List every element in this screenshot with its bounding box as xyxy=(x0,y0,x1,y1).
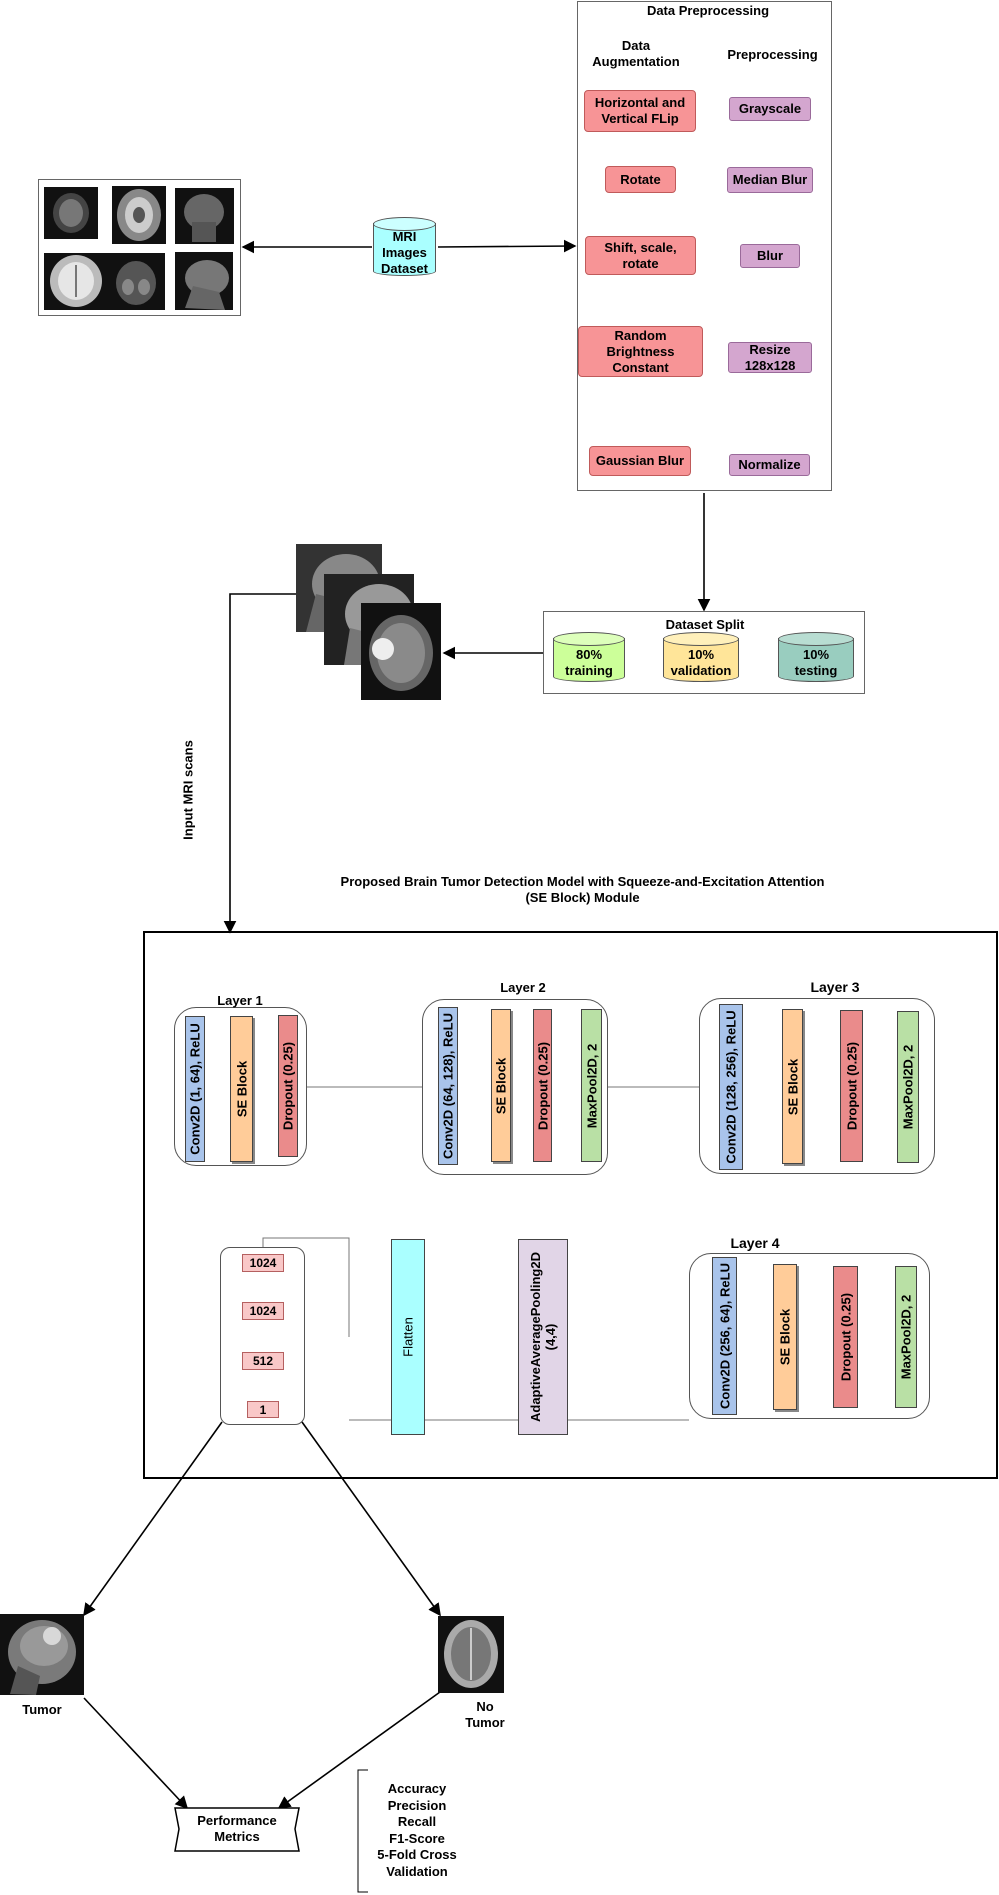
layer-1-se-block: SE Block xyxy=(230,1016,253,1162)
split-testing: 10% testing xyxy=(778,632,854,682)
dense-1: 1 xyxy=(247,1401,279,1418)
layer-3-conv: Conv2D (128, 256), ReLU xyxy=(719,1004,743,1170)
no-tumor-scan xyxy=(438,1616,504,1693)
prep-step-normalize: Normalize xyxy=(729,454,810,476)
layer-4-title: Layer 4 xyxy=(730,1235,780,1251)
aug-step-shift-scale-rotate: Shift, scale, rotate xyxy=(585,236,696,275)
layer-2-se-block: SE Block xyxy=(491,1009,511,1162)
split-validation: 10% validation xyxy=(663,632,739,682)
layer-3-maxpool: MaxPool2D, 2 xyxy=(897,1011,919,1163)
mri-input-scan xyxy=(361,603,441,700)
mri-thumbnail xyxy=(44,187,98,239)
preprocessing-title: Data Preprocessing xyxy=(646,3,770,18)
layer-4-dropout: Dropout (0.25) xyxy=(833,1266,858,1408)
layer-1-dropout: Dropout (0.25) xyxy=(278,1015,298,1157)
layer-2-dropout: Dropout (0.25) xyxy=(533,1009,552,1162)
performance-shape xyxy=(174,1807,300,1852)
augmentation-title: Data Augmentation xyxy=(592,38,680,69)
layer-2-maxpool: MaxPool2D, 2 xyxy=(581,1009,602,1162)
mri-thumbnail xyxy=(44,253,108,310)
dense-stack xyxy=(220,1247,305,1425)
dense-512: 512 xyxy=(242,1352,284,1370)
split-training: 80% training xyxy=(553,632,625,682)
metric-item: Precision xyxy=(387,1797,447,1813)
prep-step-median-blur: Median Blur xyxy=(727,167,813,193)
metrics-list: Accuracy Precision Recall F1-Score 5-Fol… xyxy=(350,1781,484,1880)
prep-step-resize: Resize 128x128 xyxy=(728,342,812,373)
prep-step-grayscale: Grayscale xyxy=(729,97,811,121)
model-frame xyxy=(143,931,998,1479)
flatten-layer: Flatten xyxy=(391,1239,425,1435)
layer-3-title: Layer 3 xyxy=(810,979,860,995)
performance-title: Performance Metrics xyxy=(197,1813,277,1844)
metric-item: 5-Fold Cross Validation xyxy=(377,1847,457,1879)
dense-1024-a: 1024 xyxy=(242,1254,284,1272)
layer-1-conv: Conv2D (1, 64), ReLU xyxy=(185,1016,205,1162)
metric-item: Accuracy xyxy=(387,1781,447,1796)
layer-3-dropout: Dropout (0.25) xyxy=(840,1010,863,1162)
aug-step-flip: Horizontal and Vertical FLip xyxy=(584,90,696,132)
mri-dataset-label: MRI Images Dataset xyxy=(381,228,428,276)
layer-4-conv: Conv2D (256, 64), ReLU xyxy=(712,1257,737,1415)
aug-step-rotate: Rotate xyxy=(605,166,676,193)
layer-1-title: Layer 1 xyxy=(217,993,263,1008)
layer-4-maxpool: MaxPool2D, 2 xyxy=(895,1266,917,1408)
layer-2-conv: Conv2D (64, 128), ReLU xyxy=(438,1007,458,1165)
layer-3-se-block: SE Block xyxy=(782,1009,803,1164)
layer-2-title: Layer 2 xyxy=(500,980,546,995)
mri-thumbnail xyxy=(112,186,166,244)
adaptive-avg-pool: AdaptiveAveragePooling2D (4,4) xyxy=(518,1239,568,1435)
dense-1024-b: 1024 xyxy=(242,1302,284,1320)
aug-step-gaussian-blur: Gaussian Blur xyxy=(589,446,691,476)
mri-dataset: MRI Images Dataset xyxy=(373,217,436,276)
model-title: Proposed Brain Tumor Detection Model wit… xyxy=(340,874,825,905)
layer-4-se-block: SE Block xyxy=(773,1264,797,1410)
prep-step-blur: Blur xyxy=(740,244,800,268)
tumor-scan xyxy=(0,1614,84,1695)
input-mri-label: Input MRI scans xyxy=(180,740,195,840)
dataset-split-title: Dataset Split xyxy=(665,617,745,632)
mri-thumbnail xyxy=(107,253,165,310)
preprocessing-subtitle: Preprocessing xyxy=(727,47,818,62)
metric-item: Recall xyxy=(397,1814,437,1829)
mri-thumbnail xyxy=(175,188,234,244)
metric-item: F1-Score xyxy=(389,1830,445,1846)
tumor-label: Tumor xyxy=(22,1702,62,1717)
no-tumor-label: No Tumor xyxy=(465,1699,505,1730)
aug-step-brightness: Random Brightness Constant xyxy=(578,326,703,377)
mri-thumbnail xyxy=(175,252,233,310)
